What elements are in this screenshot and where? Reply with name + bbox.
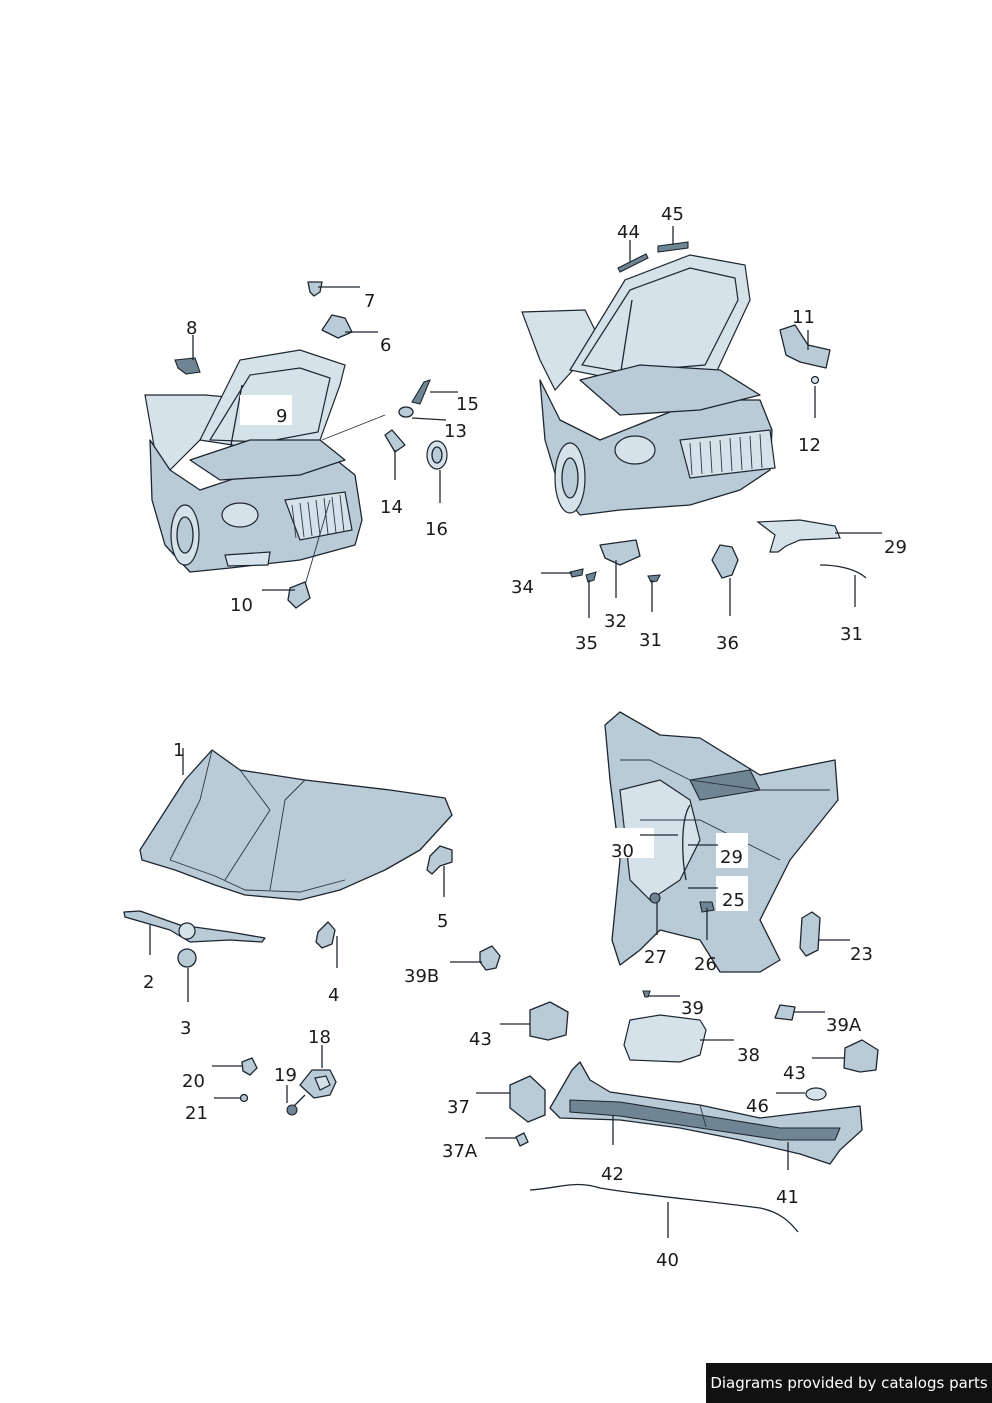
part-40-rod (529, 1183, 799, 1238)
callout-label: 30 (611, 841, 634, 862)
callout-label: 23 (850, 944, 873, 965)
callout-label: 43 (783, 1063, 806, 1084)
callout-label: 31 (840, 624, 863, 645)
part-31-rod (819, 564, 867, 607)
part-39B (450, 945, 501, 971)
callout-label: 39A (826, 1015, 862, 1036)
callout-label: 29 (884, 537, 907, 558)
part-13 (398, 406, 447, 421)
part-10 (262, 581, 311, 609)
part-43-right (812, 1039, 879, 1073)
part-39 (642, 990, 680, 998)
callout-label: 42 (601, 1164, 624, 1185)
part-36 (711, 544, 739, 616)
callout-label: 44 (617, 222, 640, 243)
callout-label: 21 (185, 1103, 208, 1124)
part-1-hood (139, 748, 453, 901)
part-41-42-cowl (549, 1061, 863, 1170)
callout-label: 20 (182, 1071, 205, 1092)
callout-label: 39B (404, 966, 439, 987)
callout-label: 46 (746, 1096, 769, 1117)
part-39A (774, 1004, 825, 1021)
callout-label: 8 (186, 318, 197, 339)
part-11 (779, 324, 831, 369)
part-23 (799, 911, 850, 957)
inner-wing-panel (604, 711, 839, 973)
callout-label: 39 (681, 998, 704, 1019)
callout-label: 29 (720, 847, 743, 868)
callout-label: 32 (604, 611, 627, 632)
callout-label: 14 (380, 497, 403, 518)
callout-label: 43 (469, 1029, 492, 1050)
part-31-screw (647, 574, 661, 612)
callout-label: 36 (716, 633, 739, 654)
callout-label: 9 (276, 406, 287, 427)
callout-label: 25 (722, 890, 745, 911)
part-37A (485, 1132, 529, 1147)
part-12 (810, 375, 820, 418)
callout-label: 3 (180, 1018, 191, 1039)
part-14 (384, 429, 406, 480)
car-hood-open-left (144, 349, 386, 586)
part-29-top (756, 519, 882, 553)
part-15 (411, 379, 458, 405)
callout-label: 7 (364, 291, 375, 312)
part-43-left (500, 1001, 569, 1041)
callout-label: 2 (143, 972, 154, 993)
callout-label: 27 (644, 947, 667, 968)
callout-label: 11 (792, 307, 815, 328)
callout-label: 31 (639, 630, 662, 651)
part-5 (426, 845, 453, 897)
callout-label: 19 (274, 1065, 297, 1086)
part-37 (476, 1075, 546, 1123)
callout-label: 16 (425, 519, 448, 540)
part-44 (617, 240, 649, 273)
part-8 (174, 335, 201, 375)
callout-label: 26 (694, 954, 717, 975)
callout-label: 38 (737, 1045, 760, 1066)
callout-label: 18 (308, 1027, 331, 1048)
callout-labels: 7 6 8 9 15 13 14 16 10 44 45 11 12 29 34… (143, 204, 907, 1271)
callout-label: 10 (230, 595, 253, 616)
part-20 (212, 1057, 258, 1076)
callout-label: 4 (328, 985, 339, 1006)
footer-credit-text: Diagrams provided by catalogs parts (710, 1374, 988, 1392)
part-32 (599, 539, 641, 598)
callout-label: 1 (173, 740, 184, 761)
part-34 (541, 568, 584, 578)
part-45 (657, 226, 689, 253)
part-7 (307, 281, 360, 297)
callout-label: 5 (437, 911, 448, 932)
part-21 (214, 1093, 249, 1103)
callout-label: 40 (656, 1250, 679, 1271)
part-4 (315, 921, 338, 968)
part-2 (123, 910, 266, 955)
callout-label: 37A (442, 1141, 478, 1162)
callout-label: 41 (776, 1187, 799, 1208)
callout-label: 12 (798, 435, 821, 456)
callout-label: 6 (380, 335, 391, 356)
callout-label: 34 (511, 577, 534, 598)
callout-label: 37 (447, 1097, 470, 1118)
part-3 (177, 948, 197, 1002)
callout-label: 15 (456, 394, 479, 415)
part-38 (623, 1014, 734, 1063)
part-35 (585, 571, 597, 618)
callout-label: 35 (575, 633, 598, 654)
callout-label: 13 (444, 421, 467, 442)
part-18-19 (286, 1045, 337, 1116)
footer-credit-badge: Diagrams provided by catalogs parts (706, 1363, 992, 1403)
callout-label: 45 (661, 204, 684, 225)
car-hood-open-right (521, 254, 776, 516)
part-46 (776, 1087, 827, 1101)
part-6 (321, 314, 378, 339)
part-16 (426, 440, 448, 503)
